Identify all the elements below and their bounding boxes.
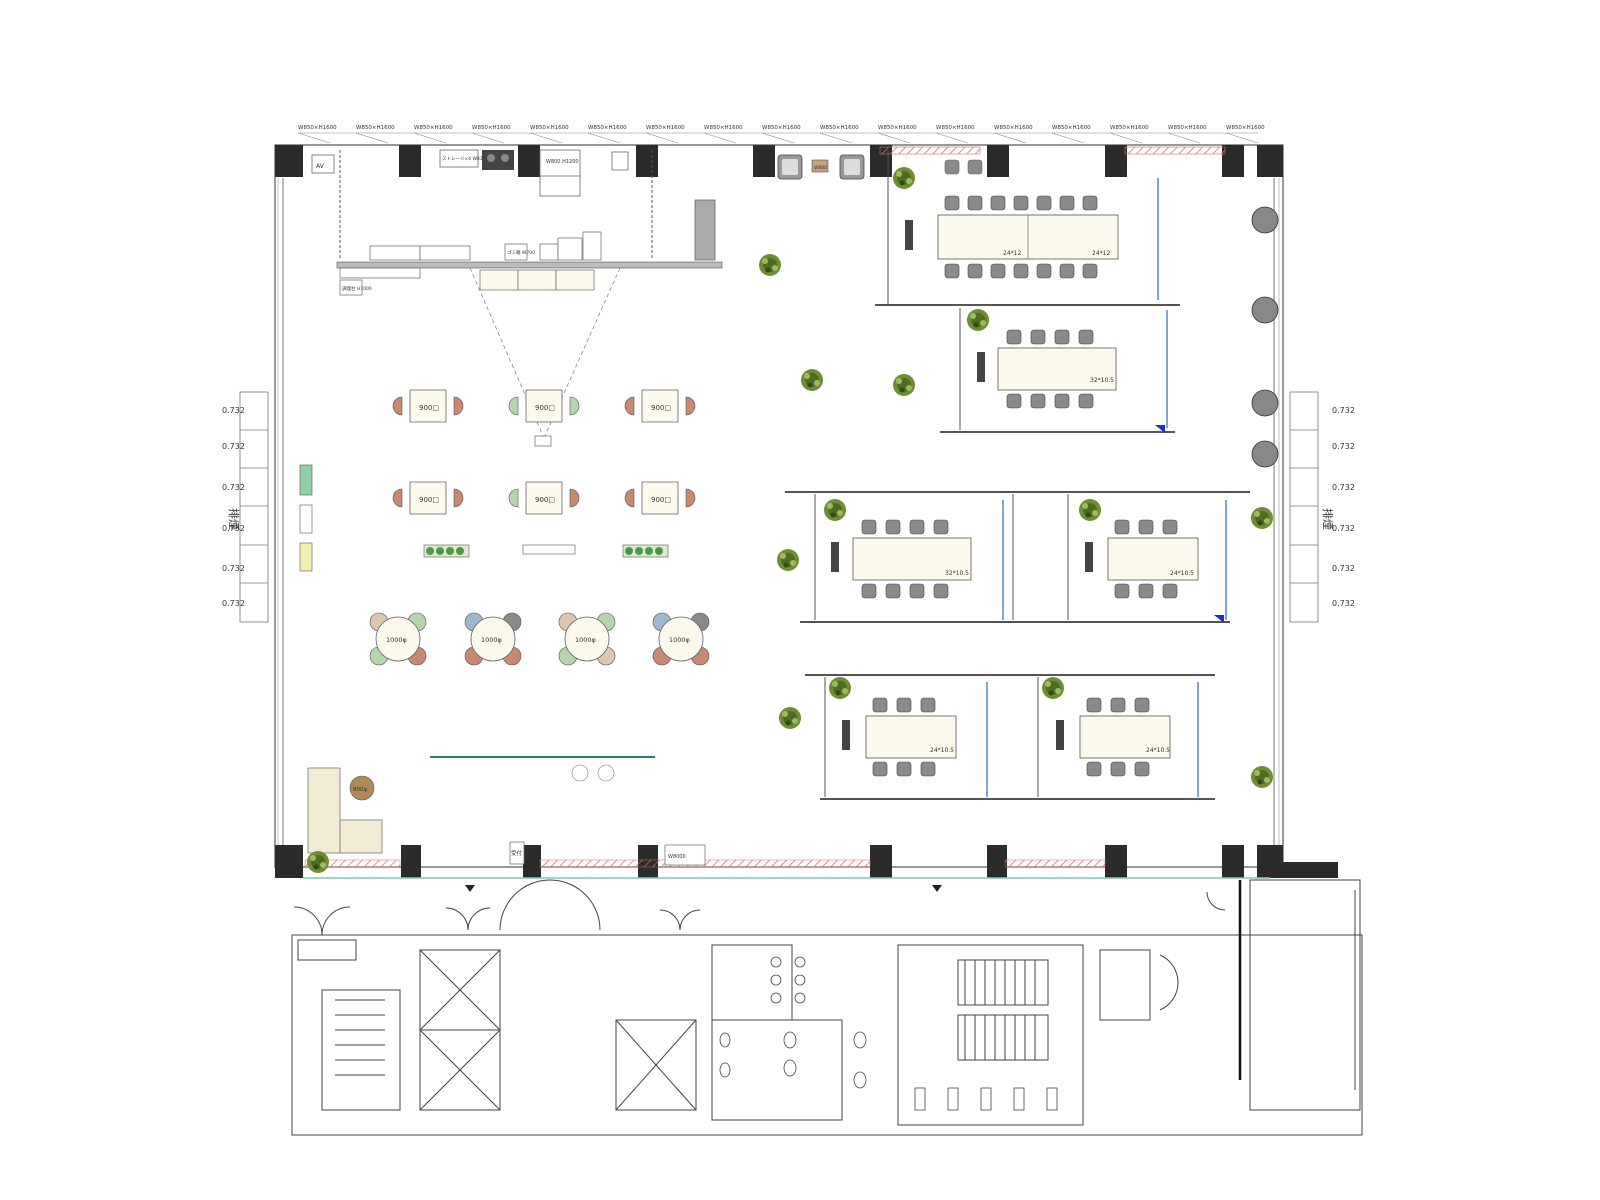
square-table[interactable]: 900□	[624, 481, 696, 515]
sofa: 800φ	[307, 767, 383, 854]
svg-text:W850×H1600: W850×H1600	[1110, 125, 1149, 131]
svg-text:W850×H1600: W850×H1600	[298, 125, 337, 131]
svg-text:800φ: 800φ	[353, 787, 367, 793]
square-table-group: 900□ 900□ 900□ 900□ 900□	[392, 389, 696, 515]
svg-text:0.732: 0.732	[1332, 524, 1355, 533]
svg-text:0.732: 0.732	[222, 406, 245, 415]
round-table[interactable]: 1000φ	[558, 612, 616, 666]
meeting-room-1[interactable]: 24*12 24*12	[875, 150, 1180, 306]
round-table[interactable]: 1000φ	[369, 612, 427, 666]
svg-text:24*10.5: 24*10.5	[1170, 570, 1194, 577]
side-windows-left: 0.732 0.732 0.732 0.732 0.732 0.732 排煙	[222, 391, 269, 623]
square-table[interactable]: 900□	[508, 481, 580, 515]
meeting-room-6[interactable]: 24*10.5	[1056, 697, 1171, 777]
svg-text:W850×H1600: W850×H1600	[704, 125, 743, 131]
svg-text:AV: AV	[316, 163, 325, 170]
svg-text:W850×H1600: W850×H1600	[1052, 125, 1091, 131]
svg-text:W850×H1600: W850×H1600	[472, 125, 511, 131]
display-rail	[430, 756, 655, 782]
svg-text:0.732: 0.732	[222, 599, 245, 608]
meeting-room-2[interactable]: 32*10.5	[940, 308, 1175, 433]
building-core	[291, 879, 1363, 1136]
svg-text:900□: 900□	[419, 496, 439, 504]
svg-text:W850×H1600: W850×H1600	[994, 125, 1033, 131]
bottom-wall-items: 受付 W8000	[303, 841, 1270, 892]
svg-text:24*12: 24*12	[1003, 250, 1021, 257]
round-table-group: 1000φ 1000φ 1000φ 1000φ	[369, 612, 710, 666]
svg-text:W850×H1600: W850×H1600	[356, 125, 395, 131]
svg-text:0.732: 0.732	[222, 442, 245, 451]
svg-text:W850×H1600: W850×H1600	[530, 125, 569, 131]
meeting-room-5[interactable]: 24*10.5	[805, 674, 1215, 800]
window-marks-top	[297, 132, 1259, 144]
square-table[interactable]: 900□	[624, 389, 696, 423]
plants	[307, 167, 1273, 873]
square-table[interactable]: 900□	[392, 481, 464, 515]
svg-text:ストレージ×4 W830: ストレージ×4 W830	[442, 156, 486, 162]
square-table[interactable]: 900□	[508, 389, 580, 423]
svg-text:32*10.5: 32*10.5	[1090, 377, 1114, 384]
svg-text:1000φ: 1000φ	[575, 636, 596, 644]
svg-text:W850×H1600: W850×H1600	[646, 125, 685, 131]
window-dims-top: W850×H1600 W850×H1600 W850×H1600 W850×H1…	[298, 125, 1265, 131]
side-windows-right: 0.732 0.732 0.732 0.732 0.732 0.732 排煙	[1289, 391, 1355, 623]
round-table[interactable]: 1000φ	[652, 612, 710, 666]
square-table[interactable]: 900□	[392, 389, 464, 423]
svg-text:24*12: 24*12	[1092, 250, 1110, 257]
svg-text:0.732: 0.732	[1332, 599, 1355, 608]
svg-text:0.732: 0.732	[222, 564, 245, 573]
restroom-fixtures	[719, 956, 1058, 1111]
top-windows	[879, 146, 1226, 155]
svg-text:ゴミ箱 W700: ゴミ箱 W700	[507, 249, 535, 256]
svg-text:W850×H1600: W850×H1600	[414, 125, 453, 131]
svg-text:24*10.5: 24*10.5	[1146, 747, 1170, 754]
svg-text:W850×H1600: W850×H1600	[1168, 125, 1207, 131]
svg-text:W850×H1600: W850×H1600	[936, 125, 975, 131]
svg-text:900□: 900□	[535, 404, 555, 412]
lounge-chairs: W800	[777, 154, 865, 180]
svg-text:1000φ: 1000φ	[481, 636, 502, 644]
svg-text:1000φ: 1000φ	[669, 636, 690, 644]
svg-text:0.732: 0.732	[222, 524, 245, 533]
svg-text:900□: 900□	[535, 496, 555, 504]
svg-text:W850×H1600: W850×H1600	[1226, 125, 1265, 131]
meeting-room-3[interactable]: 32*10.5	[785, 491, 1250, 623]
svg-text:1000φ: 1000φ	[386, 636, 407, 644]
svg-text:排煙: 排煙	[227, 508, 241, 530]
svg-text:900□: 900□	[651, 404, 671, 412]
svg-text:W850×H1600: W850×H1600	[762, 125, 801, 131]
round-table[interactable]: 1000φ	[464, 612, 522, 666]
svg-text:0.732: 0.732	[1332, 483, 1355, 492]
svg-text:24*10.5: 24*10.5	[930, 747, 954, 754]
svg-text:0.732: 0.732	[1332, 406, 1355, 415]
svg-text:排煙: 排煙	[1321, 508, 1335, 530]
pantry-area: AV ストレージ×4 W830 W800 H1200 ゴミ箱 W700 調理台 …	[311, 149, 723, 447]
svg-text:W850×H1600: W850×H1600	[878, 125, 917, 131]
svg-text:900□: 900□	[651, 496, 671, 504]
svg-text:W850×H1600: W850×H1600	[588, 125, 627, 131]
svg-text:受付: 受付	[511, 849, 523, 857]
right-stools	[1251, 206, 1279, 468]
side-panels	[299, 464, 313, 572]
svg-text:0.732: 0.732	[1332, 564, 1355, 573]
svg-text:900□: 900□	[419, 404, 439, 412]
svg-text:W8000: W8000	[668, 854, 686, 860]
planters	[423, 544, 669, 558]
svg-text:32*10.5: 32*10.5	[945, 570, 969, 577]
svg-text:W800 H1200: W800 H1200	[546, 159, 579, 165]
svg-text:0.732: 0.732	[1332, 442, 1355, 451]
svg-text:調理台 H1000: 調理台 H1000	[342, 285, 372, 292]
svg-text:W850×H1600: W850×H1600	[820, 125, 859, 131]
svg-text:0.732: 0.732	[222, 483, 245, 492]
svg-text:W800: W800	[814, 165, 827, 171]
meeting-room-4[interactable]: 24*10.5	[1067, 494, 1227, 623]
